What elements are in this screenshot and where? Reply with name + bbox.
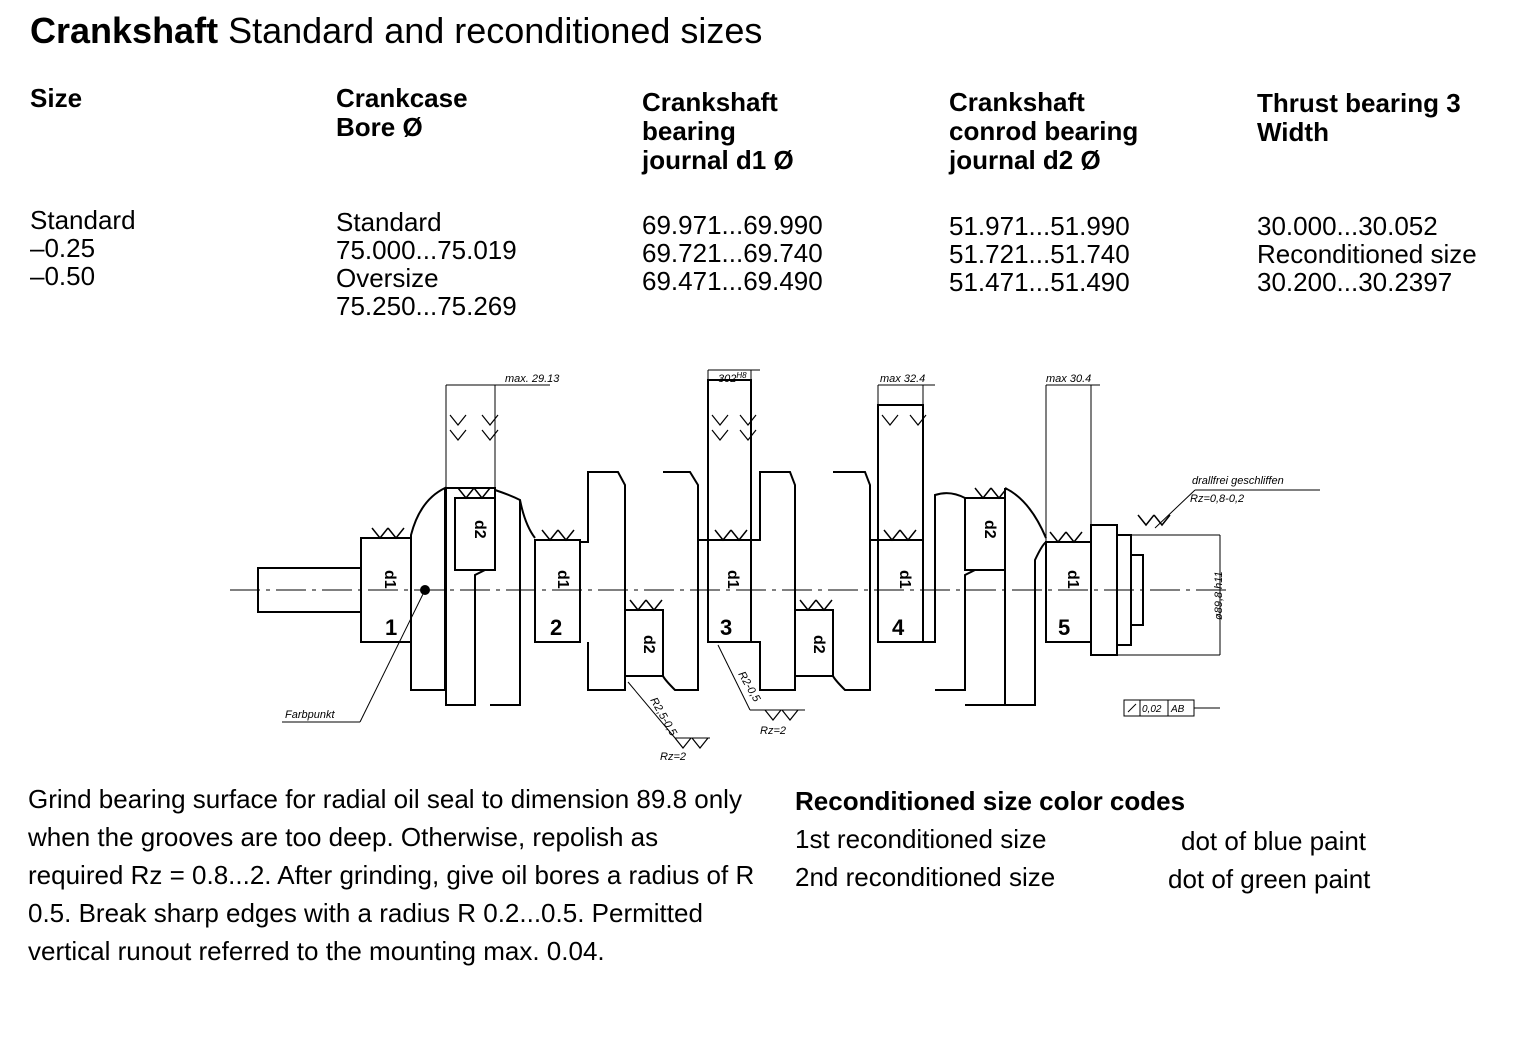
table-cell: 69.721...69.740 [642,238,823,268]
drallfrei-label: drallfrei geschliffen [1192,475,1284,487]
crankshaft-drawing: max. 29.13 302H8 max 32.4 max 30.4 drall… [230,369,1320,763]
journal-number: 1 [385,615,397,640]
diameter-label: ø89,8 h11 [1213,571,1225,620]
column-size: Standard –0.25 –0.50 [30,206,136,290]
radius-label: R2-0,5 [735,670,762,705]
dim-label: 302H8 [718,371,747,385]
radius-label: R2,5-0,5 [647,696,679,739]
table-cell: 30.000...30.052 [1257,211,1438,241]
flange [1130,554,1144,626]
title-bold: Crankshaft [30,10,219,51]
header-line: conrod bearing [949,116,1139,146]
table-cell: 30.200...30.2397 [1257,267,1453,297]
table-cell: 51.721...51.740 [949,239,1130,269]
journal-number: 5 [1058,615,1070,640]
crank-web [662,471,699,691]
paint-dot [420,585,430,595]
table-cell: 69.971...69.990 [642,210,823,240]
header-line: bearing [642,116,736,146]
column-thrust-bearing: 30.000...30.052 Reconditioned size 30.20… [1257,212,1477,296]
header-conrod-journal: Crankshaft conrod bearing journal d2 Ø [949,88,1138,175]
crank-fillet [1004,487,1047,539]
runout-ref: AB [1170,704,1185,715]
table-cell: –0.50 [30,261,96,291]
d1-label: d1 [381,570,398,589]
table-cell: Standard [336,207,442,237]
header-thrust-bearing: Thrust bearing 3 Width [1257,89,1461,147]
dim-label-part: H8 [736,371,747,380]
dim-label: max 32.4 [880,373,925,385]
table-cell: 75.000...75.019 [336,235,517,265]
header-line: Crankshaft [949,87,1085,117]
column-crankcase-bore: Standard 75.000...75.019 Oversize 75.250… [336,208,517,320]
rz-label: Rz=2 [660,751,686,763]
journal-number: 2 [550,615,562,640]
table-cell: 75.250...75.269 [336,291,517,321]
color-code-label: 2nd reconditioned size [795,862,1056,892]
page-title: Crankshaft Standard and reconditioned si… [30,10,762,52]
d1-label: d1 [724,570,741,589]
header-line: Crankcase [336,83,468,113]
header-line: Width [1257,117,1329,147]
header-line: Bore Ø [336,112,423,142]
color-code-label: 1st reconditioned size [795,824,1047,854]
title-rest: Standard and reconditioned sizes [228,10,763,51]
header-bearing-journal: Crankshaft bearing journal d1 Ø [642,88,794,175]
crank-web [923,492,966,643]
journal-number: 3 [720,615,732,640]
table-cell: 69.471...69.490 [642,266,823,296]
dim-label: max. 29.13 [505,373,560,385]
crank-web [410,486,446,691]
header-line: Crankshaft [642,87,778,117]
runout-value: 0,02 [1142,704,1162,715]
grinding-note: Grind bearing surface for radial oil sea… [28,784,755,966]
d1-label: d1 [554,570,571,589]
main-journal [534,539,581,643]
header-size: Size [30,84,82,113]
main-journal [707,539,752,643]
crank-web [1004,488,1047,706]
d1-label: d1 [1064,570,1081,589]
dim-label: max 30.4 [1046,373,1091,385]
header-line: Thrust bearing 3 [1257,88,1461,118]
table-cell: Oversize [336,263,439,293]
rz-label: Rz=0,8-0,2 [1190,493,1244,505]
d2-label: d2 [640,635,657,654]
table-cell: Standard [30,205,136,235]
table-cell: 51.471...51.490 [949,267,1130,297]
color-code-value: dot of green paint [1168,864,1371,894]
header-line: journal d1 Ø [642,145,794,175]
table-cell: –0.25 [30,233,96,263]
d2-label: d2 [471,520,488,539]
column-bearing-journal: 69.971...69.990 69.721...69.740 69.471..… [642,211,823,295]
column-conrod-journal: 51.971...51.990 51.721...51.740 51.471..… [949,212,1130,296]
rz-label: Rz=2 [760,725,786,737]
table-cell: 51.971...51.990 [949,211,1130,241]
table-cell: Reconditioned size [1257,239,1477,269]
color-code-value: dot of blue paint [1181,826,1367,856]
color-codes-title: Reconditioned size color codes [795,786,1186,816]
main-journal [877,539,924,643]
d1-label: d1 [896,570,913,589]
crank-web [580,471,626,691]
crank-fillet [519,499,536,539]
crank-web [445,487,496,706]
crank-web [870,404,924,541]
dim-label-part: 302 [718,373,736,385]
d2-label: d2 [810,635,827,654]
journal-number: 4 [892,615,905,640]
header-crankcase-bore: Crankcase Bore Ø [336,84,468,142]
crank-web [698,379,752,541]
header-line: Size [30,83,83,113]
crank-web [832,471,871,691]
d2-label: d2 [981,520,998,539]
crank-web [751,471,796,691]
farbpunkt-label: Farbpunkt [285,709,335,721]
header-line: journal d2 Ø [949,145,1101,175]
